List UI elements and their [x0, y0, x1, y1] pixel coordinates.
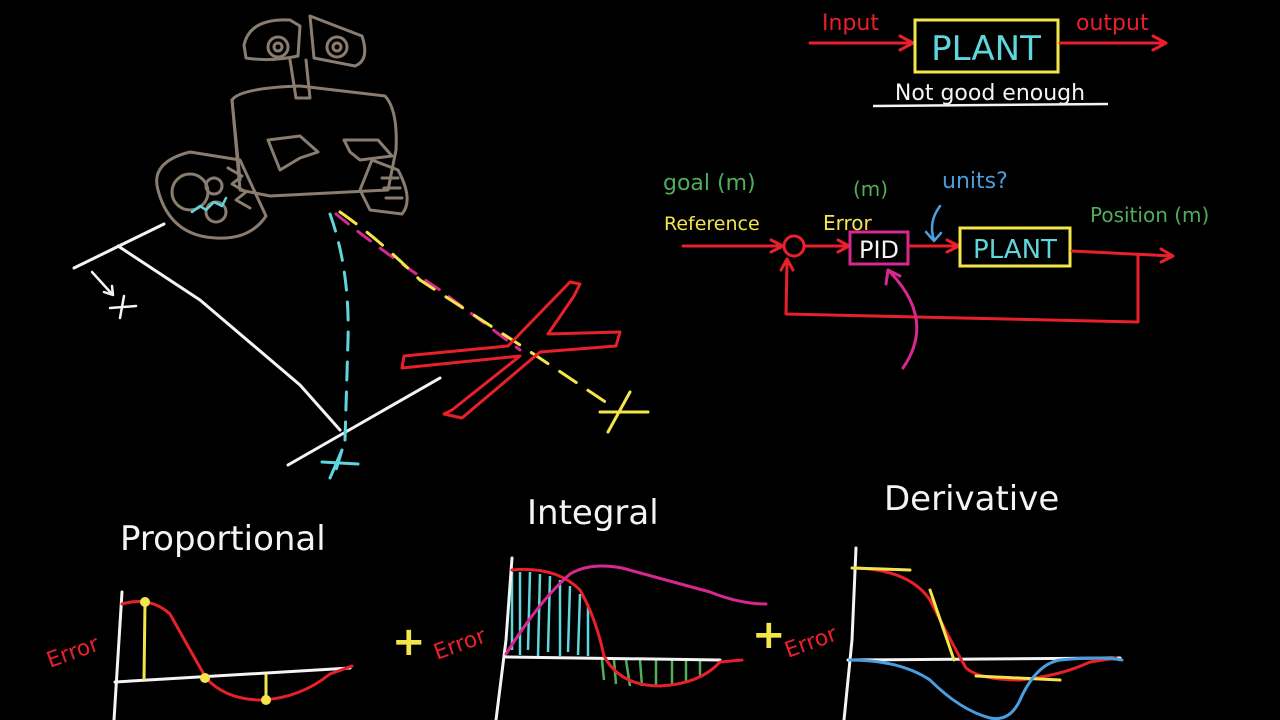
wall-line-bottom — [286, 376, 442, 467]
robot-right-tread — [358, 158, 409, 216]
output-arrow — [1058, 34, 1168, 52]
integral-error-label: Error — [431, 623, 491, 665]
proportional-title: Proportional — [120, 519, 326, 559]
robot-right-eye — [308, 14, 367, 68]
output-position-arrow — [1070, 247, 1175, 264]
integral-title: Integral — [527, 493, 659, 533]
closed-loop-diagram: goal (m) Reference (m) Error PID units? … — [663, 169, 1209, 370]
pid-block — [848, 230, 910, 266]
caption-underline — [872, 102, 1109, 108]
proportional-x-axis — [113, 666, 352, 684]
robot-neck — [288, 58, 312, 100]
derivative-y-axis — [842, 546, 858, 720]
input-label: Input — [822, 11, 879, 36]
red-obstacle-x — [400, 280, 622, 420]
derivative-title: Derivative — [884, 479, 1059, 519]
output-label: output — [1076, 11, 1149, 36]
reference-label: Reference — [664, 213, 760, 235]
plant-block-open — [913, 18, 1060, 74]
plant-label-closed: PLANT — [973, 235, 1057, 265]
pid-label: PID — [859, 236, 899, 264]
integral-y-axis — [494, 556, 514, 720]
derivative-section: Derivative Error — [782, 479, 1124, 720]
robot-sketch — [155, 14, 409, 240]
error-arrow — [803, 238, 851, 254]
small-arrow — [90, 270, 115, 297]
integral-negative-hatch — [600, 659, 702, 687]
integral-section: Integral Error — [431, 493, 768, 720]
magenta-dashed-path — [334, 212, 522, 352]
proportional-error-label: Error — [44, 631, 104, 673]
proportional-section: Proportional Error — [44, 519, 354, 720]
white-target-mark — [108, 294, 138, 320]
derivative-tangent-1 — [850, 566, 912, 572]
yellow-dashed-path — [338, 210, 612, 407]
integral-x-axis — [504, 655, 722, 662]
open-loop-diagram: Input PLANT output Not good enough — [808, 11, 1168, 108]
position-label: Position (m) — [1090, 203, 1209, 227]
robot-left-tread — [155, 150, 268, 240]
error-units: (m) — [853, 177, 888, 201]
derivative-rate-curve — [848, 656, 1124, 720]
units-pointer-arrow — [924, 204, 943, 243]
yellow-target-mark — [598, 390, 650, 434]
plant-label-open: PLANT — [931, 29, 1041, 69]
plant-block-closed — [958, 226, 1072, 268]
derivative-error-curve — [854, 566, 1118, 682]
tuning-arrow — [884, 268, 919, 370]
integral-positive-hatch — [510, 571, 590, 657]
robot-left-eye — [242, 18, 302, 62]
derivative-error-label: Error — [782, 621, 842, 663]
reference-arrow — [681, 238, 785, 254]
cyan-dashed-path — [328, 212, 350, 472]
derivative-tangent-2 — [928, 588, 956, 662]
not-good-enough-caption: Not good enough — [895, 81, 1085, 106]
robot-body — [230, 84, 398, 198]
plus-symbol-1: + — [392, 619, 426, 665]
summing-junction — [782, 234, 806, 258]
integral-accumulated-curve — [504, 564, 768, 656]
plus-symbol-2: + — [752, 612, 786, 658]
cyan-target-mark — [320, 448, 360, 480]
wall-line-diagonal — [116, 244, 342, 432]
proportional-sample-1 — [142, 601, 147, 681]
derivative-tangent-3 — [974, 674, 1062, 682]
units-question: units? — [942, 169, 1008, 194]
robot-left-arm — [266, 134, 320, 172]
proportional-error-curve — [120, 600, 354, 702]
proportional-y-axis — [112, 590, 124, 720]
goal-label: goal (m) — [663, 171, 756, 196]
input-arrow — [808, 34, 915, 52]
feedback-path — [779, 252, 1140, 324]
robot-cyan-scribble — [190, 196, 228, 214]
robot-right-arm — [342, 138, 394, 162]
aim-scene — [72, 210, 650, 480]
